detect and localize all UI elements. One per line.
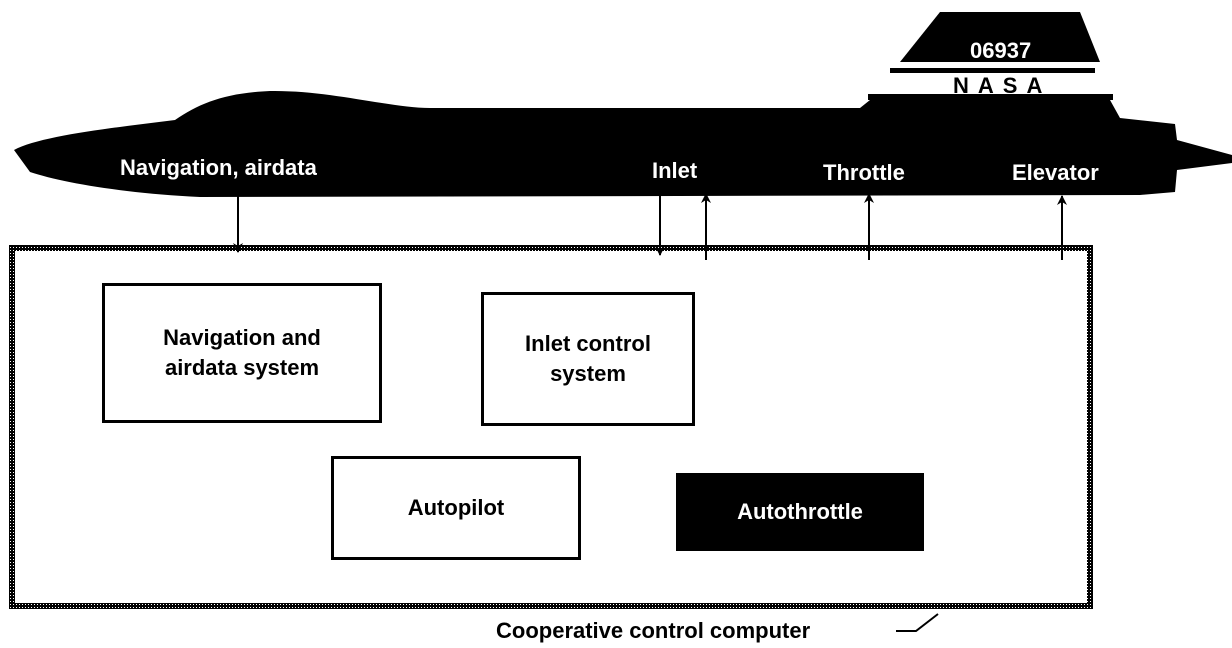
tail-stripe-2 <box>868 94 1113 100</box>
aircraft-silhouette <box>14 12 1232 197</box>
navigation-airdata-system-label: Navigation and airdata system <box>163 325 321 380</box>
autothrottle-label: Autothrottle <box>737 499 863 525</box>
autothrottle-box: Autothrottle <box>676 473 924 551</box>
inlet-control-system-label: Inlet control system <box>525 331 651 386</box>
vertical-tail <box>900 12 1100 62</box>
autopilot-label: Autopilot <box>407 495 505 521</box>
inlet-control-system-box: Inlet control system <box>481 292 695 426</box>
tail-number: 06937 <box>970 38 1032 63</box>
caption-leader <box>896 613 939 632</box>
autopilot-box: Autopilot <box>331 456 581 560</box>
label-navigation-airdata: Navigation, airdata <box>120 155 317 180</box>
label-throttle: Throttle <box>823 160 905 185</box>
computer-border <box>9 245 1093 609</box>
cooperative-control-computer-caption: Cooperative control computer <box>496 618 811 643</box>
fuselage <box>14 90 1232 197</box>
tail-stripe-1 <box>890 68 1095 73</box>
navigation-airdata-system-box: Navigation and airdata system <box>102 283 382 423</box>
nasa-marking: NASA <box>953 73 1052 98</box>
label-elevator: Elevator <box>1012 160 1099 185</box>
label-inlet: Inlet <box>652 158 698 183</box>
